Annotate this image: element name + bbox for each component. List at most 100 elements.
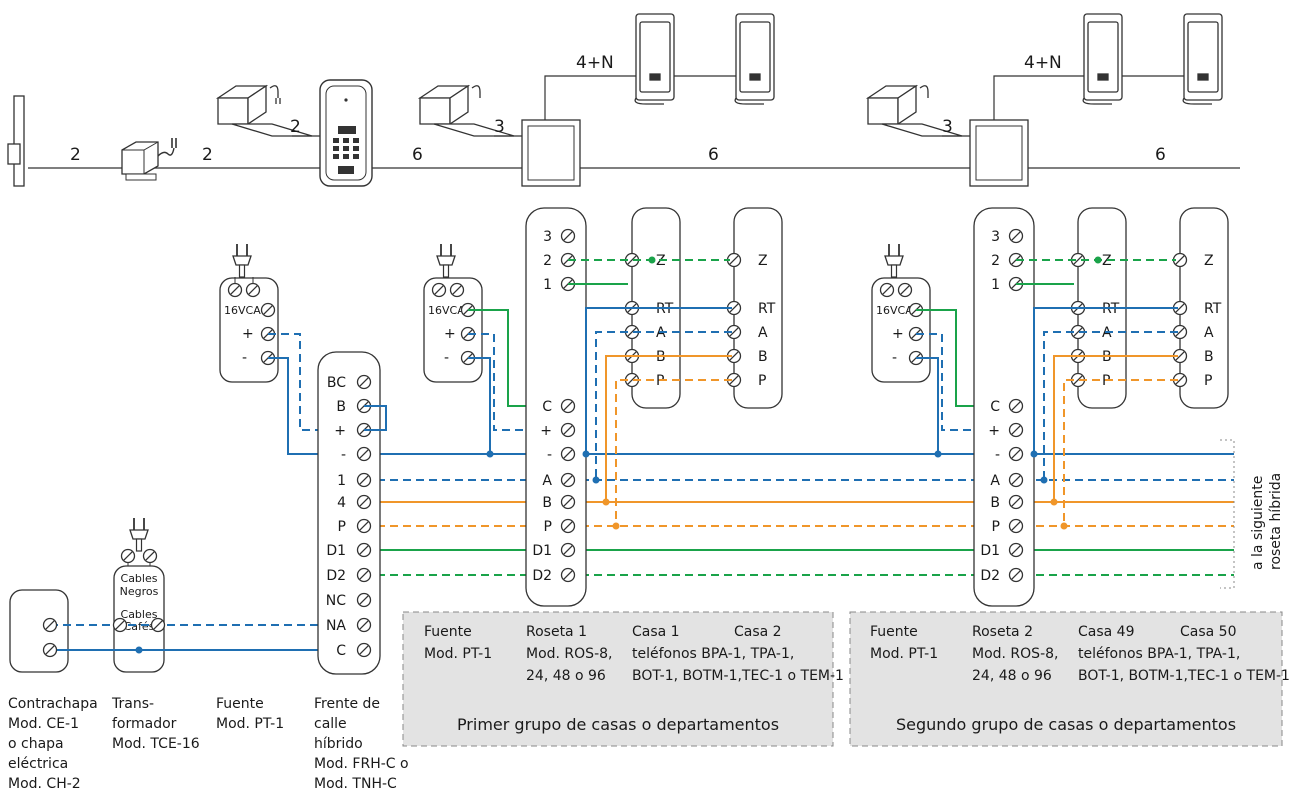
roseta-terminal: A: [990, 473, 1000, 489]
roseta-terminal-screw: [1008, 472, 1024, 488]
bus-wires: [568, 453, 1234, 576]
roseta-terminal-screw: [1008, 422, 1024, 438]
psu3-minus: -: [892, 350, 897, 366]
power-plug-icon: [120, 517, 158, 566]
roseta-terminal: -: [547, 447, 552, 463]
transformer-label-cafes-1: Cables: [121, 608, 158, 621]
phone-handset-icon: [634, 13, 675, 105]
house-terminal: RT: [758, 301, 776, 317]
svg-text:híbrido: híbrido: [314, 736, 363, 752]
house-terminal: RT: [1204, 301, 1222, 317]
house-terminal: A: [758, 325, 768, 341]
house-terminal: P: [758, 373, 766, 389]
svg-text:Trans-: Trans-: [111, 696, 154, 712]
group1-house-wires: [568, 256, 732, 530]
svg-text:Frente de: Frente de: [314, 696, 380, 712]
roseta-terminal-screw: [1008, 446, 1024, 462]
group1-box: [402, 611, 834, 747]
panel-terminal: 1: [337, 473, 346, 489]
caption-strike: Contrachapa Mod. CE-1 o chapa eléctrica …: [8, 696, 98, 792]
svg-text:Casa 1: Casa 1: [632, 624, 680, 640]
strike-wires: [50, 624, 318, 654]
roseta-terminal-screw: [1008, 518, 1024, 534]
house-terminal: P: [1204, 373, 1212, 389]
psu1-voltage: 16VCA: [224, 304, 261, 317]
panel-terminal-screw: [356, 592, 372, 608]
psu2-minus: -: [444, 350, 449, 366]
roseta-terminal-screw: [560, 446, 576, 462]
group1-title: Primer grupo de casas o departamentos: [457, 715, 779, 734]
cable-count-trunk1: 6: [708, 145, 719, 165]
side-bracket: [1220, 439, 1235, 589]
roseta-terminal-screw: [1008, 494, 1024, 510]
svg-text:Mod. FRH-C o: Mod. FRH-C o: [314, 756, 409, 772]
roseta-terminal-screw: [560, 422, 576, 438]
roseta-terminal: -: [995, 447, 1000, 463]
cable-count-transformer: 2: [202, 145, 213, 165]
house-terminal: Z: [1204, 253, 1214, 269]
svg-text:Fuente: Fuente: [870, 624, 918, 640]
power-supply-icon: [417, 84, 524, 137]
roseta-terminal: +: [988, 423, 1000, 439]
panel-terminal: C: [336, 643, 346, 659]
cable-count-psu2: 3: [494, 117, 505, 137]
group2-house-wires: [1016, 256, 1178, 530]
roseta-terminal-screw: [560, 494, 576, 510]
group2-title: Segundo grupo de casas o departamentos: [896, 715, 1236, 734]
cable-count-trunk2: 6: [1155, 145, 1166, 165]
phone-handset-icon: [1182, 13, 1223, 105]
svg-text:formador: formador: [112, 716, 177, 732]
transformer-icon: [121, 138, 177, 181]
roseta-terminal: P: [992, 519, 1000, 535]
roseta-terminal-screw: [560, 542, 576, 558]
svg-text:BOT-1, BOTM-1,TEC-1 o TEM-1: BOT-1, BOTM-1,TEC-1 o TEM-1: [1078, 668, 1290, 684]
roseta-terminal: 1: [543, 277, 552, 293]
house-terminal: Z: [758, 253, 768, 269]
group1-captions: Fuente Mod. PT-1 Roseta 1 Mod. ROS-8, 24…: [424, 624, 844, 734]
cable-count-panel: 6: [412, 145, 423, 165]
group2-captions: Fuente Mod. PT-1 Roseta 2 Mod. ROS-8, 24…: [870, 624, 1290, 734]
roseta-terminal-screw: [560, 398, 576, 414]
roseta-terminal: D1: [532, 543, 552, 559]
svg-text:Fuente: Fuente: [424, 624, 472, 640]
side-note-line2: roseta híbrida: [1268, 473, 1284, 570]
power-supply-icon: [865, 84, 972, 137]
svg-text:Mod. ROS-8,: Mod. ROS-8,: [972, 646, 1058, 662]
roseta-terminal-screw: [560, 567, 576, 583]
transformer-label-negros-1: Cables: [121, 572, 158, 585]
panel-terminal-screw: [356, 567, 372, 583]
svg-text:Mod. CH-2: Mod. CH-2: [8, 776, 81, 792]
svg-text:Mod. CE-1: Mod. CE-1: [8, 716, 79, 732]
svg-text:teléfonos BPA-1, TPA-1,: teléfonos BPA-1, TPA-1,: [632, 646, 794, 662]
cable-count-psu1: 2: [290, 117, 301, 137]
panel-terminal-screw: [356, 518, 372, 534]
side-note-line1: a la siguiente: [1250, 476, 1266, 570]
panel-terminal-screw: [356, 446, 372, 462]
svg-text:24, 48 o 96: 24, 48 o 96: [972, 668, 1052, 684]
panel-terminal-screw: [356, 374, 372, 390]
caption-panel: Frente de calle híbrido Mod. FRH-C o Mod…: [314, 696, 409, 792]
roseta-terminal: C: [990, 399, 1000, 415]
transformer-label-cafes-2: Cafés: [124, 620, 155, 633]
roseta-terminal: D2: [980, 568, 1000, 584]
roseta-terminal-screw: [560, 518, 576, 534]
roseta-terminal-screw: [1008, 398, 1024, 414]
panel-terminal-screw: [356, 617, 372, 633]
svg-text:teléfonos BPA-1, TPA-1,: teléfonos BPA-1, TPA-1,: [1078, 646, 1240, 662]
cable-count-house1: 4+N: [576, 53, 614, 73]
house-terminal: Z: [1102, 253, 1112, 269]
roseta-terminal-screw: [560, 472, 576, 488]
panel-terminal-screw: [356, 494, 372, 510]
svg-text:Roseta 2: Roseta 2: [972, 624, 1033, 640]
svg-text:Mod. TNH-C: Mod. TNH-C: [314, 776, 397, 792]
roseta-terminal-screw: [1008, 567, 1024, 583]
house-terminal: B: [1204, 349, 1214, 365]
roseta-terminal: D1: [980, 543, 1000, 559]
svg-text:Mod. ROS-8,: Mod. ROS-8,: [526, 646, 612, 662]
svg-text:Casa 2: Casa 2: [734, 624, 782, 640]
house-terminal: B: [758, 349, 768, 365]
roseta-terminal: B: [990, 495, 1000, 511]
